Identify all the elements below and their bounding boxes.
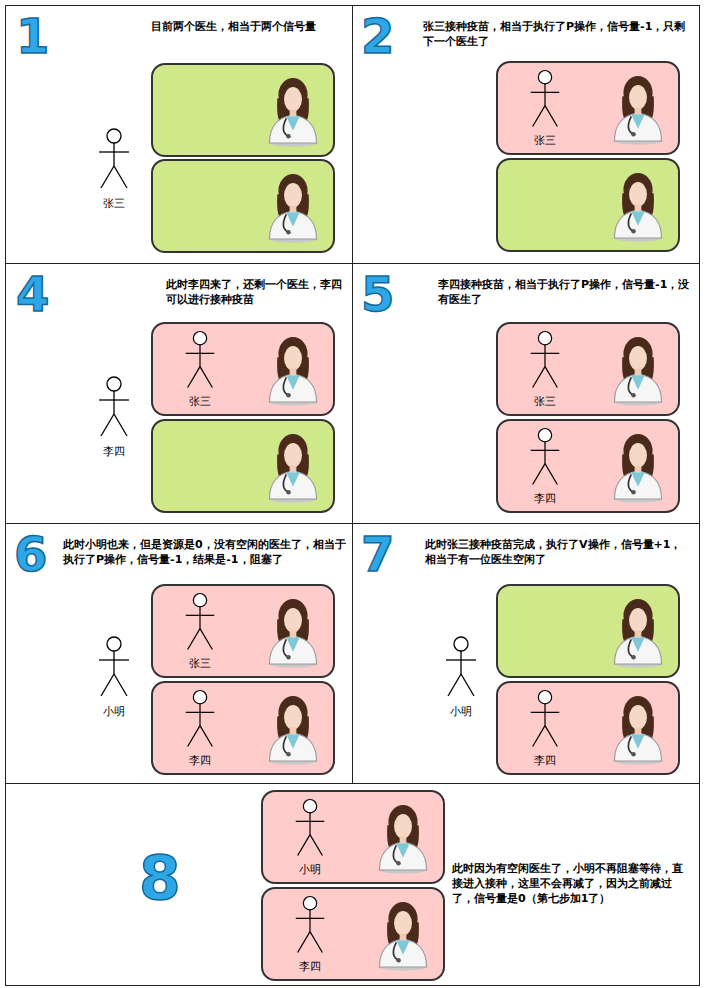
- idle-doctor-box: [151, 419, 335, 513]
- busy-doctor-box: 李四: [261, 887, 445, 981]
- busy-doctor-box: 张三: [496, 61, 680, 155]
- person-name: 小明: [64, 704, 164, 719]
- idle-doctor-box: [151, 159, 335, 253]
- step-description: 此时李四来了，还剩一个医生，李四可以进行接种疫苗: [166, 278, 349, 308]
- doctor-icon: [375, 897, 431, 971]
- doctor-icon: [610, 691, 666, 765]
- doctor-icon: [265, 73, 321, 147]
- person-name: 小明: [263, 862, 357, 877]
- doctor-icon: [265, 691, 321, 765]
- step-description: 张三接种疫苗，相当于执行了P操作，信号量-1，只剩下一个医生了: [423, 20, 691, 50]
- idle-doctor-box: [151, 63, 335, 157]
- doctor-icon: [265, 594, 321, 668]
- step-number: 7: [361, 530, 394, 578]
- person-figure: [181, 592, 219, 652]
- doctor-icon: [265, 332, 321, 406]
- waiting-person: [94, 128, 134, 190]
- step-description: 李四接种疫苗，相当于执行了P操作，信号量-1，没有医生了: [438, 278, 690, 308]
- person-name: 张三: [498, 394, 592, 409]
- person-name: 张三: [498, 133, 592, 148]
- person-figure: [181, 330, 219, 390]
- step-number: 4: [16, 270, 49, 318]
- step-description: 目前两个医生，相当于两个信号量: [151, 20, 349, 35]
- idle-doctor-box: [496, 584, 680, 678]
- person-name: 李四: [263, 959, 357, 974]
- busy-doctor-box: 小明: [261, 790, 445, 884]
- step-panel: 5 李四接种疫苗，相当于执行了P操作，信号量-1，没有医生了张三李四: [352, 263, 700, 524]
- step-number: 8: [139, 848, 181, 908]
- doctor-icon: [610, 71, 666, 145]
- busy-doctor-box: 张三: [496, 322, 680, 416]
- idle-doctor-box: [496, 158, 680, 252]
- person-figure: [526, 69, 564, 129]
- step-panel: 4 此时李四来了，还剩一个医生，李四可以进行接种疫苗李四 张三: [5, 263, 353, 524]
- doctor-icon: [265, 169, 321, 243]
- person-figure: [526, 689, 564, 749]
- person-name: 李四: [153, 753, 247, 768]
- doctor-icon: [610, 594, 666, 668]
- person-name: 张三: [64, 196, 164, 211]
- step-number: 2: [361, 12, 394, 60]
- step-panel: 1 目前两个医生，相当于两个信号量张三: [5, 5, 353, 264]
- doctor-icon: [375, 800, 431, 874]
- person-figure: [291, 895, 329, 955]
- doctor-icon: [265, 429, 321, 503]
- step-panel: 7 此时张三接种疫苗完成，执行了V操作，信号量+1，相当于有一位医生空闲了小明李四: [352, 523, 700, 784]
- person-name: 张三: [153, 394, 247, 409]
- waiting-person: [94, 636, 134, 698]
- person-name: 张三: [153, 656, 247, 671]
- step-panel: 6 此时小明也来，但是资源是0，没有空闲的医生了，相当于执行了P操作，信号量-1，…: [5, 523, 353, 784]
- step-number: 6: [14, 530, 47, 578]
- busy-doctor-box: 张三: [151, 322, 335, 416]
- waiting-person: [441, 636, 481, 698]
- step-panel: 2 张三接种疫苗，相当于执行了P操作，信号量-1，只剩下一个医生了张三: [352, 5, 700, 264]
- step-number: 5: [361, 270, 394, 318]
- step-panel: 8 此时因为有空闲医生了，小明不再阻塞等待，直接进入接种，这里不会再减了，因为之前…: [5, 783, 700, 986]
- busy-doctor-box: 张三: [151, 584, 335, 678]
- person-figure: [526, 330, 564, 390]
- person-name: 李四: [64, 444, 164, 459]
- busy-doctor-box: 李四: [496, 681, 680, 775]
- person-figure: [181, 689, 219, 749]
- doctor-icon: [610, 429, 666, 503]
- person-figure: [291, 798, 329, 858]
- person-name: 李四: [498, 491, 592, 506]
- step-description: 此时张三接种疫苗完成，执行了V操作，信号量+1，相当于有一位医生空闲了: [425, 538, 691, 568]
- step-description: 此时因为有空闲医生了，小明不再阻塞等待，直接进入接种，这里不会再减了，因为之前减…: [452, 862, 690, 907]
- step-description: 此时小明也来，但是资源是0，没有空闲的医生了，相当于执行了P操作，信号量-1，结…: [63, 538, 348, 568]
- waiting-person: [94, 376, 134, 438]
- step-number: 1: [16, 12, 49, 60]
- busy-doctor-box: 李四: [151, 681, 335, 775]
- person-figure: [526, 427, 564, 487]
- busy-doctor-box: 李四: [496, 419, 680, 513]
- doctor-icon: [610, 332, 666, 406]
- person-name: 李四: [498, 753, 592, 768]
- doctor-icon: [610, 168, 666, 242]
- person-name: 小明: [411, 704, 511, 719]
